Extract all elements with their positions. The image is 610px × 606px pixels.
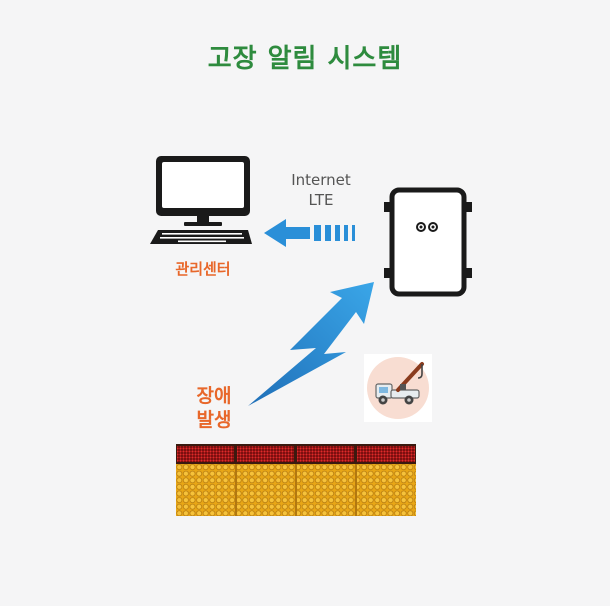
computer-icon [150,156,252,244]
management-center-label: 관리센터 [175,260,231,278]
network-arrow-icon [264,219,355,247]
network-label-internet: Internet [291,171,351,189]
fault-label: 장애 발생 [184,384,244,432]
fault-label-line1: 장애 [196,385,232,407]
controller-box-icon [384,187,472,297]
lightning-bolt-icon [248,282,374,406]
fault-label-line2: 발생 [196,409,232,431]
led-sign-icon [176,444,416,516]
network-label-lte: LTE [308,191,334,209]
network-label: Internet LTE [282,170,360,210]
tow-truck-icon [364,354,432,422]
page-title: 고장 알림 시스템 [207,44,403,74]
